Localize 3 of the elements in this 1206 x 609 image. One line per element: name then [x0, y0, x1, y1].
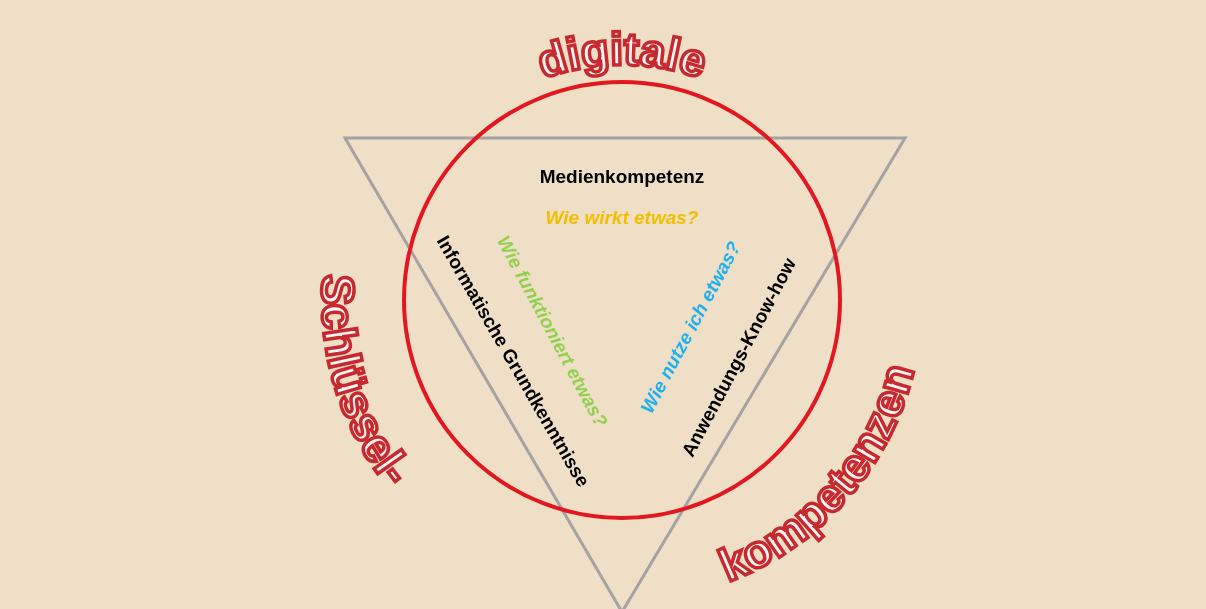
competence-label: Medienkompetenz [539, 166, 705, 187]
question-text: Wie wirkt etwas? [545, 207, 699, 228]
curved-title-text: digitale [531, 22, 713, 88]
